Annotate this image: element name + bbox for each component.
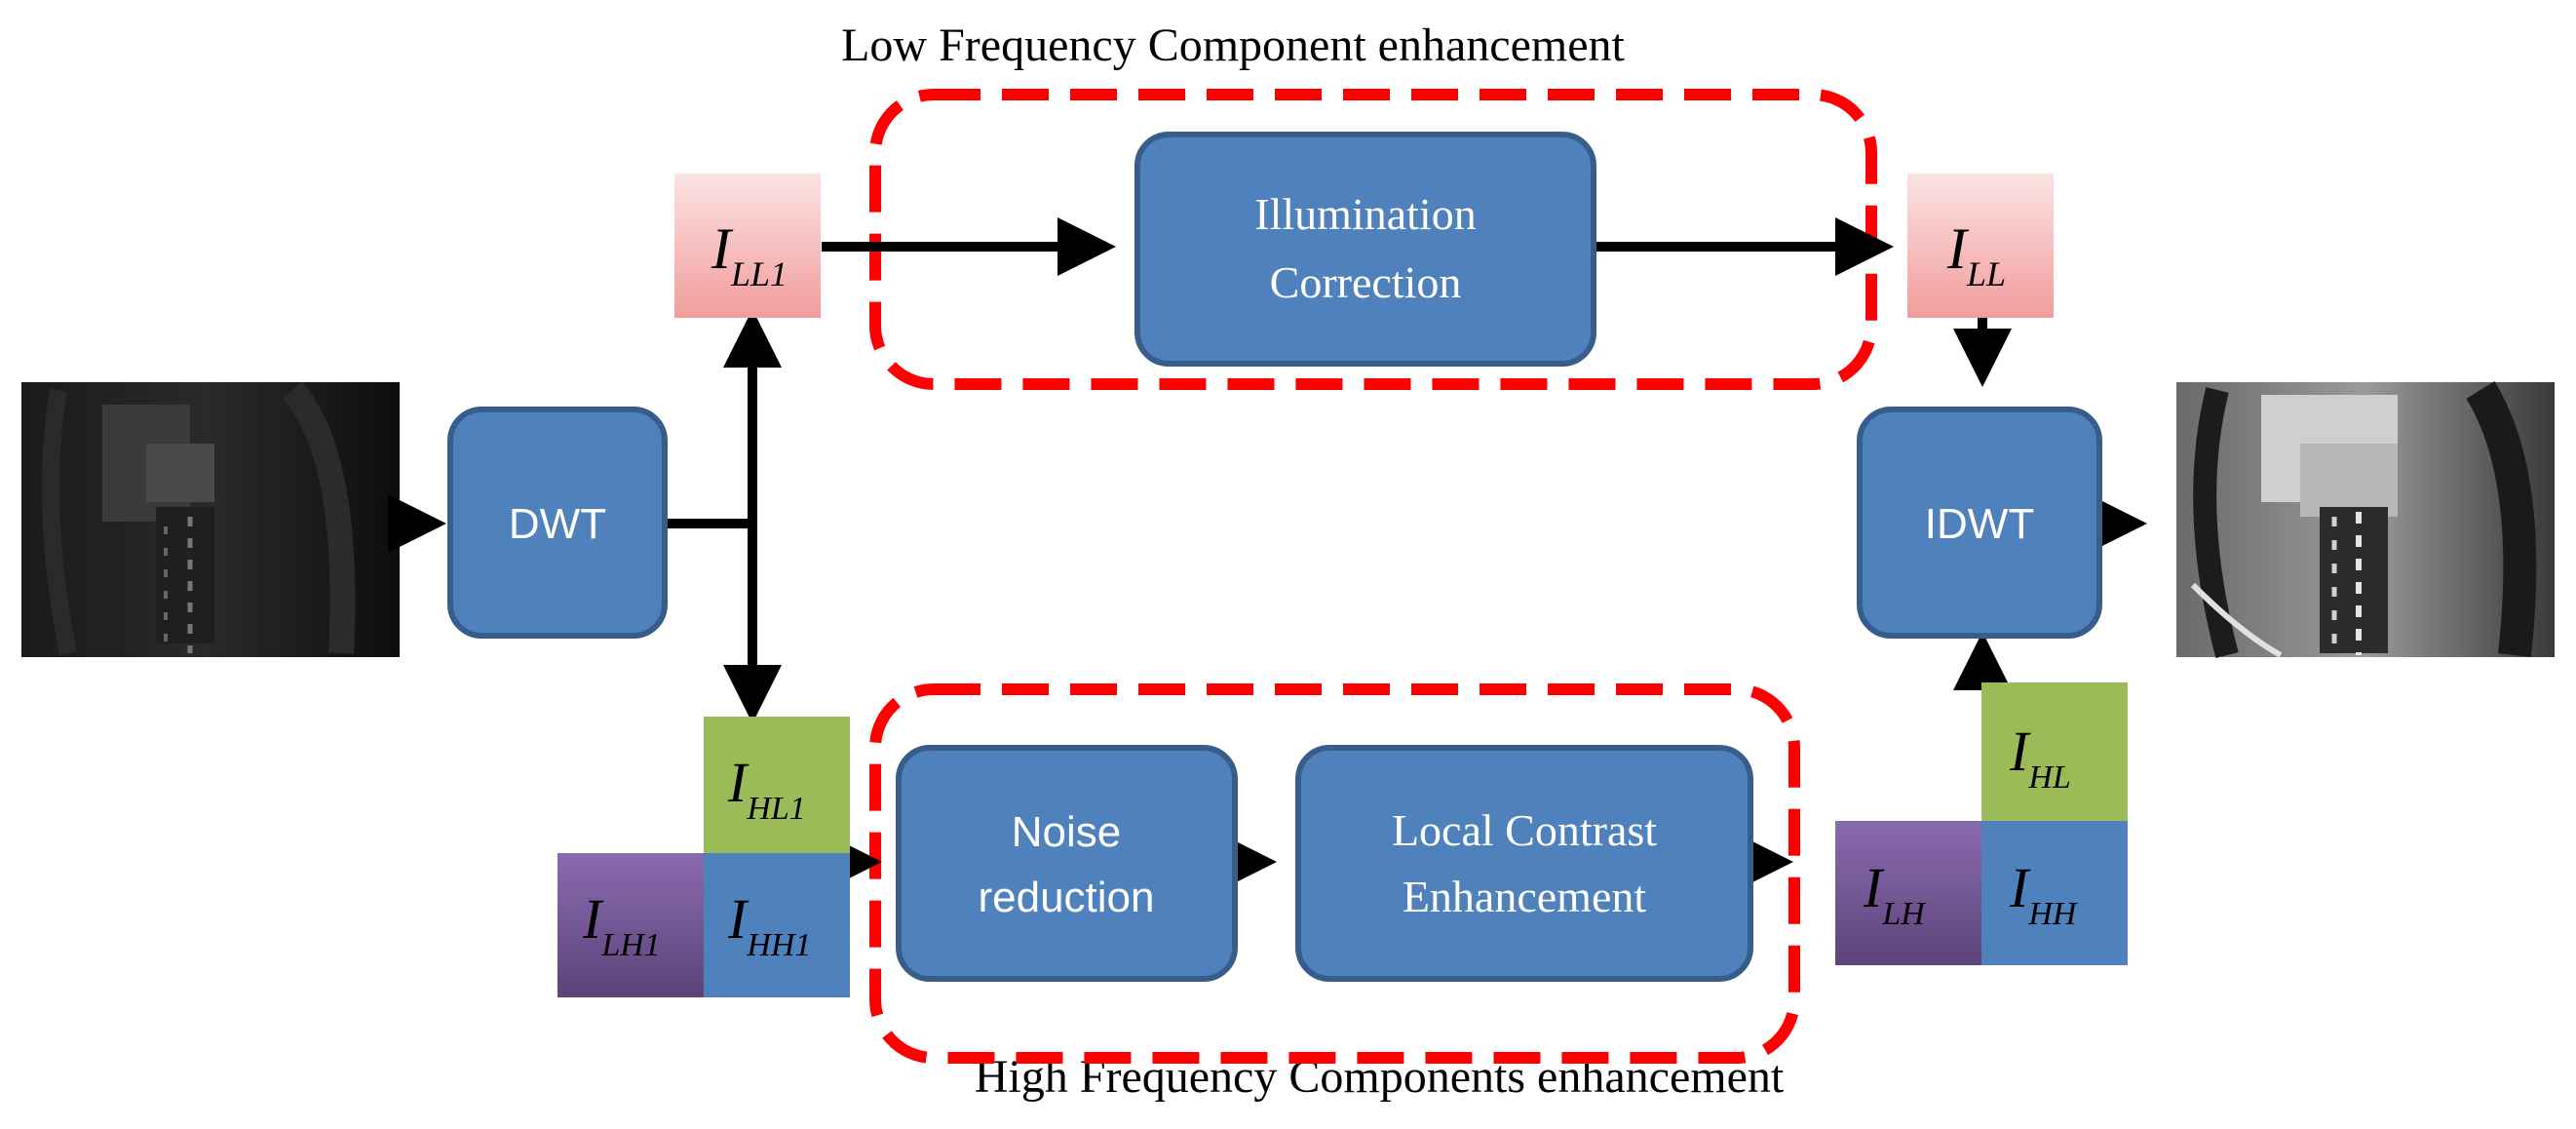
svg-text:ILL: ILL	[1946, 216, 2006, 293]
coef-ll-tile: ILL	[1907, 174, 2054, 318]
svg-text:IHH: IHH	[2009, 856, 2079, 932]
local-contrast-enhancement-block: Local Contrast Enhancement	[1295, 745, 1753, 982]
svg-text:IHL1: IHL1	[727, 751, 806, 827]
input-image	[21, 381, 400, 657]
svg-text:IHH1: IHH1	[727, 887, 811, 963]
dwt-block: DWT	[447, 407, 668, 639]
dwt-label: DWT	[509, 500, 606, 548]
contrast-label-line2: Enhancement	[1403, 872, 1647, 921]
idwt-block: IDWT	[1857, 407, 2102, 639]
coef-hh-tile: IHH	[1981, 821, 2128, 965]
low-frequency-title: Low Frequency Component enhancement	[841, 19, 1625, 71]
connectors	[388, 217, 2147, 891]
svg-text:ILL1: ILL1	[711, 216, 788, 293]
illumination-label-line2: Correction	[1270, 257, 1462, 307]
noise-label-line1: Noise	[1012, 808, 1122, 856]
output-image	[2176, 381, 2555, 659]
idwt-label: IDWT	[1925, 500, 2034, 548]
svg-text:IHL: IHL	[2009, 720, 2071, 796]
noise-label-line2: reduction	[978, 874, 1154, 921]
coef-hl1-tile: IHL1	[704, 717, 850, 853]
noise-reduction-block: Noise reduction	[896, 745, 1238, 982]
coef-hh1-tile: IHH1	[704, 853, 850, 997]
svg-text:ILH: ILH	[1863, 856, 1927, 932]
coef-lh1-tile: ILH1	[557, 853, 704, 997]
coef-ll1-tile: ILL1	[674, 174, 821, 318]
coef-lh-tile: ILH	[1835, 821, 1981, 965]
svg-text:ILH1: ILH1	[582, 887, 661, 963]
illumination-correction-block: Illumination Correction	[1134, 132, 1596, 367]
illumination-label-line1: Illumination	[1254, 189, 1476, 239]
contrast-label-line1: Local Contrast	[1392, 805, 1657, 855]
coef-hl-tile: IHL	[1981, 682, 2128, 821]
